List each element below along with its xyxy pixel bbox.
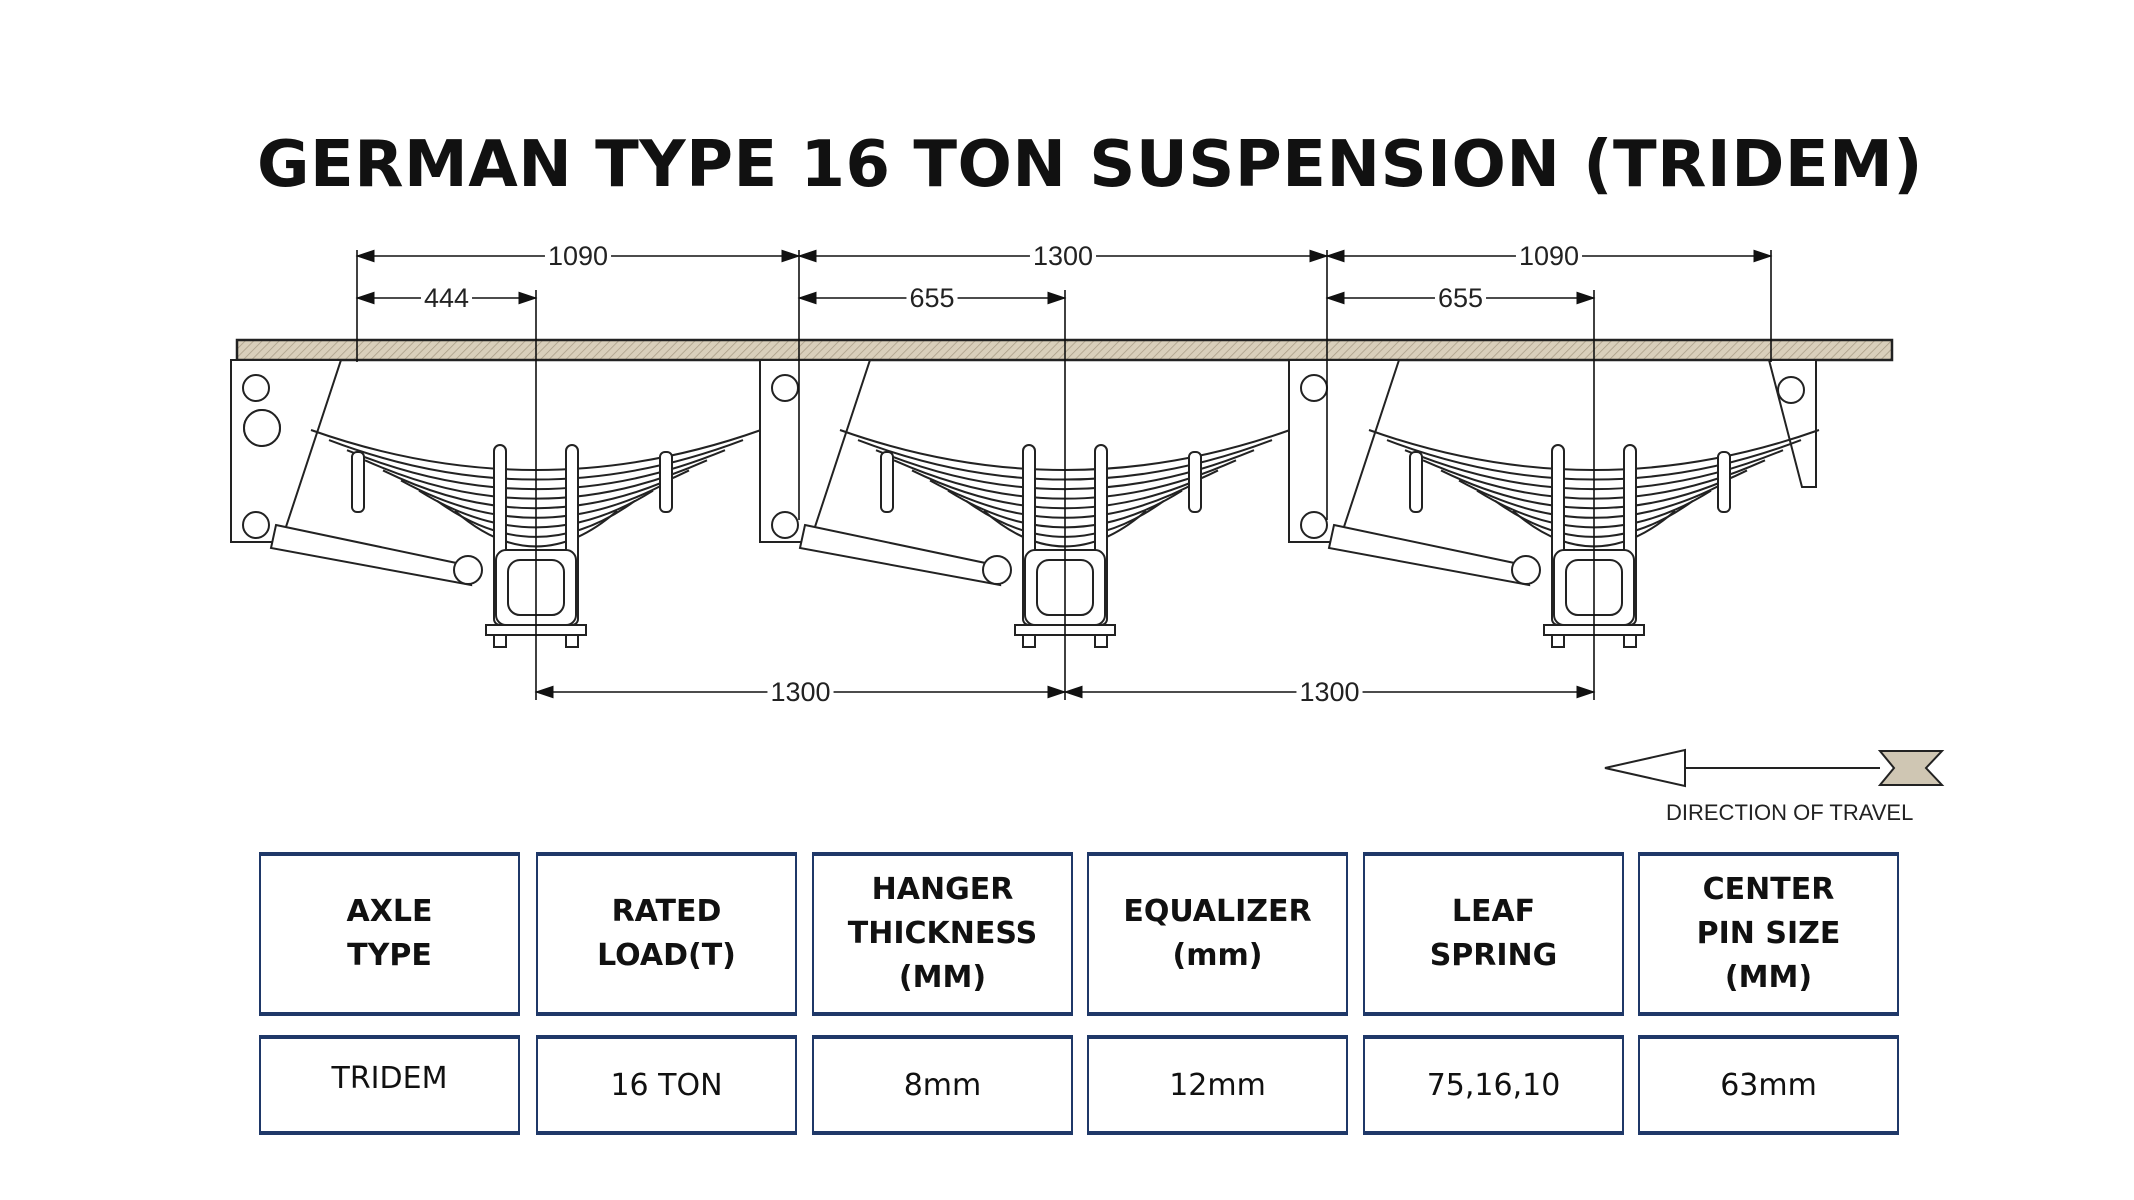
dim-1300-axle-a-label: 1300 <box>770 677 830 707</box>
dim-bg <box>544 241 612 271</box>
dim-1090-rear-label: 1090 <box>1519 241 1579 271</box>
equalizer-pivot-icon <box>243 409 281 447</box>
hanger-bolt-icon <box>771 374 799 402</box>
value-center-pin-size: 63mm <box>1638 1035 1899 1135</box>
value-axle-type: TRIDEM <box>259 1035 520 1135</box>
u-bolt-nut <box>493 634 507 648</box>
torque-arm <box>1327 523 1531 587</box>
axle-unit <box>230 359 762 648</box>
dim-1300-axle-b-label: 1300 <box>1299 677 1359 707</box>
torque-arm-bushing-icon <box>453 555 483 585</box>
header-hanger-thickness: HANGER THICKNESS (MM) <box>812 852 1073 1016</box>
axle-unit <box>1288 359 1820 648</box>
dim-1300-equalizer-label: 1300 <box>1033 241 1093 271</box>
arrow-head <box>1604 748 1686 788</box>
spring-clip <box>1188 451 1202 513</box>
dim-bg <box>1029 241 1097 271</box>
u-bolt-nut <box>565 634 579 648</box>
header-equalizer: EQUALIZER (mm) <box>1087 852 1348 1016</box>
spring-clip <box>1717 451 1731 513</box>
axle-unit <box>243 359 1291 648</box>
value-leaf-spring: 75,16,10 <box>1363 1035 1624 1135</box>
dim-bg <box>767 677 834 707</box>
header-axle-type: AXLE TYPE <box>259 852 520 1016</box>
hanger-bolt-icon <box>1777 376 1805 404</box>
spring-clip <box>659 451 673 513</box>
dim-655-a-label: 655 <box>909 283 954 313</box>
u-bolt-nut <box>1094 634 1108 648</box>
value-hanger-thickness: 8mm <box>812 1035 1073 1135</box>
hanger-bolt-icon <box>242 374 270 402</box>
header-center-pin-size: CENTER PIN SIZE (MM) <box>1638 852 1899 1016</box>
torque-arm-bushing-icon <box>1511 555 1541 585</box>
hanger-bolt-icon <box>1300 374 1328 402</box>
spring-clip <box>880 451 894 513</box>
torque-arm-bushing-icon <box>982 555 1012 585</box>
dim-bg <box>1296 677 1363 707</box>
header-rated-load: RATED LOAD(T) <box>536 852 797 1016</box>
page-title: GERMAN TYPE 16 TON SUSPENSION (TRIDEM) <box>256 128 1924 202</box>
header-leaf-spring: LEAF SPRING <box>1363 852 1624 1016</box>
dim-bg <box>1515 241 1583 271</box>
u-bolt-nut <box>1623 634 1637 648</box>
hanger-bolt-icon <box>771 511 799 539</box>
hanger-bolt-icon <box>1300 511 1328 539</box>
torque-arm <box>798 523 1002 587</box>
u-bolt-nut <box>1022 634 1036 648</box>
dim-bg <box>420 283 473 313</box>
dim-1090-front-label: 1090 <box>548 241 608 271</box>
direction-of-travel-label: DIRECTION OF TRAVEL <box>1666 800 1914 825</box>
spring-clip <box>351 451 365 513</box>
dim-bg <box>1434 283 1487 313</box>
dim-655-b-label: 655 <box>1438 283 1483 313</box>
hanger-bolt-icon <box>242 511 270 539</box>
torque-arm <box>269 523 473 587</box>
value-equalizer: 12mm <box>1087 1035 1348 1135</box>
value-rated-load: 16 TON <box>536 1035 797 1135</box>
dim-bg <box>906 283 958 313</box>
u-bolt-nut <box>1551 634 1565 648</box>
dim-444-label: 444 <box>424 283 469 313</box>
direction-arrow <box>1604 748 1945 788</box>
arrow-tail <box>1877 750 1945 786</box>
spring-clip <box>1409 451 1423 513</box>
